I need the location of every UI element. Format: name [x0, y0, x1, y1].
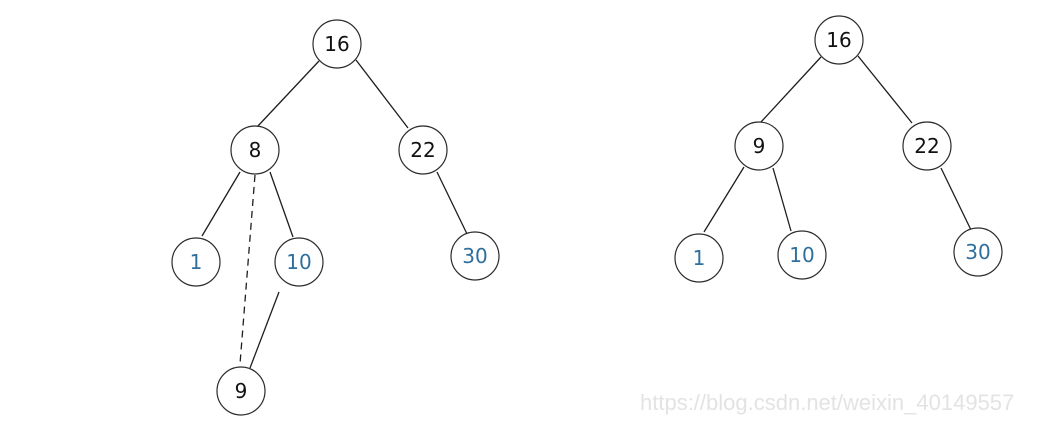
node-circle	[398, 125, 448, 175]
right-node-16: 16	[814, 15, 864, 65]
left-node-9: 9	[216, 366, 266, 416]
node-label: 22	[914, 134, 939, 158]
node-circle	[734, 121, 784, 171]
edge-9-1	[703, 166, 745, 233]
node-circle	[312, 19, 362, 69]
node-circle	[274, 237, 324, 287]
right-node-30: 30	[953, 227, 1003, 277]
edge-8-10	[269, 171, 294, 238]
node-label: 10	[789, 243, 814, 267]
edge-16-22	[355, 59, 409, 129]
node-circle	[953, 227, 1003, 277]
edge-16-8	[256, 60, 320, 128]
edge-22-30	[436, 171, 469, 237]
left-node-22: 22	[398, 125, 448, 175]
right-node-22: 22	[902, 121, 952, 171]
edge-9-10	[772, 167, 792, 232]
node-circle	[171, 237, 221, 287]
node-label: 9	[235, 379, 248, 403]
edge-8-9-dashed	[239, 174, 256, 365]
watermark-url: https://blog.csdn.net/weixin_40149557	[640, 390, 1015, 415]
edge-16-9	[760, 56, 822, 123]
node-circle	[814, 15, 864, 65]
node-label: 8	[249, 138, 262, 162]
node-label: 1	[190, 250, 203, 274]
node-label: 22	[410, 138, 435, 162]
right-node-9: 9	[734, 121, 784, 171]
node-circle	[777, 230, 827, 280]
node-circle	[674, 233, 724, 283]
node-label: 30	[462, 244, 487, 268]
node-label: 30	[965, 240, 990, 264]
node-label: 9	[753, 134, 766, 158]
left-node-16: 16	[312, 19, 362, 69]
node-circle	[902, 121, 952, 171]
left-node-1: 1	[171, 237, 221, 287]
left-node-30: 30	[450, 231, 500, 281]
right-node-1: 1	[674, 233, 724, 283]
node-label: 1	[693, 246, 706, 270]
node-label: 10	[286, 250, 311, 274]
edge-8-1	[201, 171, 241, 237]
left-node-10: 10	[274, 237, 324, 287]
edge-22-30	[940, 167, 972, 231]
left-node-8: 8	[230, 125, 280, 175]
node-label: 16	[826, 28, 851, 52]
right-node-10: 10	[777, 230, 827, 280]
left-tree: 16 8 22 1 10 30 9	[171, 19, 500, 416]
right-tree: 16 9 22 1 10 30	[674, 15, 1003, 283]
node-circle	[216, 366, 266, 416]
edge-16-22	[857, 55, 913, 124]
edge-10-9	[249, 291, 280, 369]
node-circle	[230, 125, 280, 175]
node-circle	[450, 231, 500, 281]
node-label: 16	[324, 32, 349, 56]
